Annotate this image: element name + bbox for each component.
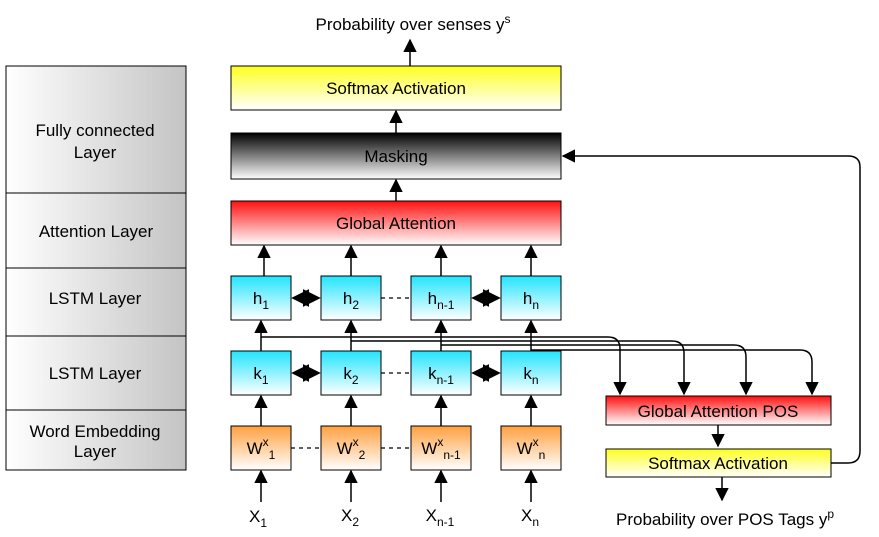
- embedding-cell-label: Wxn-1: [421, 435, 461, 462]
- layer-label-attention: Attention Layer: [39, 222, 154, 241]
- sense-output-label: Probability over senses ys: [316, 12, 511, 34]
- branch-arrow: [351, 340, 691, 396]
- embedding-cell-label: Wxn: [517, 435, 546, 462]
- h-cell: [320, 275, 382, 321]
- branch-arrow: [531, 349, 819, 396]
- h-row: h1 h2 hn-1 hn: [230, 244, 562, 321]
- k-cell-label: k2: [343, 364, 359, 387]
- layer-label-fully-connected-2: Layer: [74, 143, 117, 162]
- h-cell: [230, 275, 292, 321]
- layer-label-lstm-lower: LSTM Layer: [49, 364, 142, 383]
- embedding-cell-label: Wx2: [337, 435, 366, 462]
- h-cell: [500, 275, 562, 321]
- global-attention-label: Global Attention: [336, 214, 456, 233]
- feedback-arrow-pos-to-masking: [561, 149, 861, 464]
- k-row: k1 k2 kn-1 kn: [230, 319, 562, 396]
- input-token-label: Xn-1: [426, 506, 455, 529]
- softmax-label: Softmax Activation: [326, 79, 466, 98]
- k-cell-label: k1: [253, 364, 269, 387]
- h-cell-label: hn-1: [428, 289, 455, 312]
- embedding-row: Wx1 Wx2 Wxn-1 Wxn: [230, 394, 562, 471]
- branch-arrow: [441, 344, 753, 396]
- pos-output-label: Probability over POS Tags yp: [616, 507, 834, 529]
- k-cell-label: kn: [523, 364, 538, 387]
- input-token-label: X2: [341, 506, 359, 529]
- h-cell: [410, 275, 472, 321]
- layer-label-embedding-1: Word Embedding: [29, 422, 160, 441]
- global-attention-pos-box: [605, 395, 832, 426]
- h-cell-label: hn: [523, 289, 539, 312]
- layer-label-embedding-2: Layer: [74, 442, 117, 461]
- masking-label: Masking: [364, 147, 427, 166]
- h-cell-label: h2: [343, 289, 359, 312]
- layer-panel: Fully connected Layer Attention Layer LS…: [5, 65, 187, 471]
- embedding-cell: [410, 425, 472, 471]
- input-token-label: X1: [249, 507, 267, 530]
- k-cell: [500, 350, 562, 396]
- branch-arrow: [261, 336, 627, 396]
- embedding-cell-label: Wx1: [247, 435, 276, 462]
- pos-branch-connectors: [261, 336, 819, 396]
- layer-label-fully-connected-1: Fully connected: [35, 121, 154, 140]
- h-cell-label: h1: [253, 289, 269, 312]
- k-cell-label: kn-1: [428, 364, 454, 387]
- input-row: X1 X2 Xn-1 Xn: [249, 469, 539, 530]
- global-attention-pos-label: Global Attention POS: [638, 402, 799, 421]
- softmax-pos-label: Softmax Activation: [648, 454, 788, 473]
- layer-label-lstm-upper: LSTM Layer: [49, 289, 142, 308]
- input-token-label: Xn: [521, 506, 539, 529]
